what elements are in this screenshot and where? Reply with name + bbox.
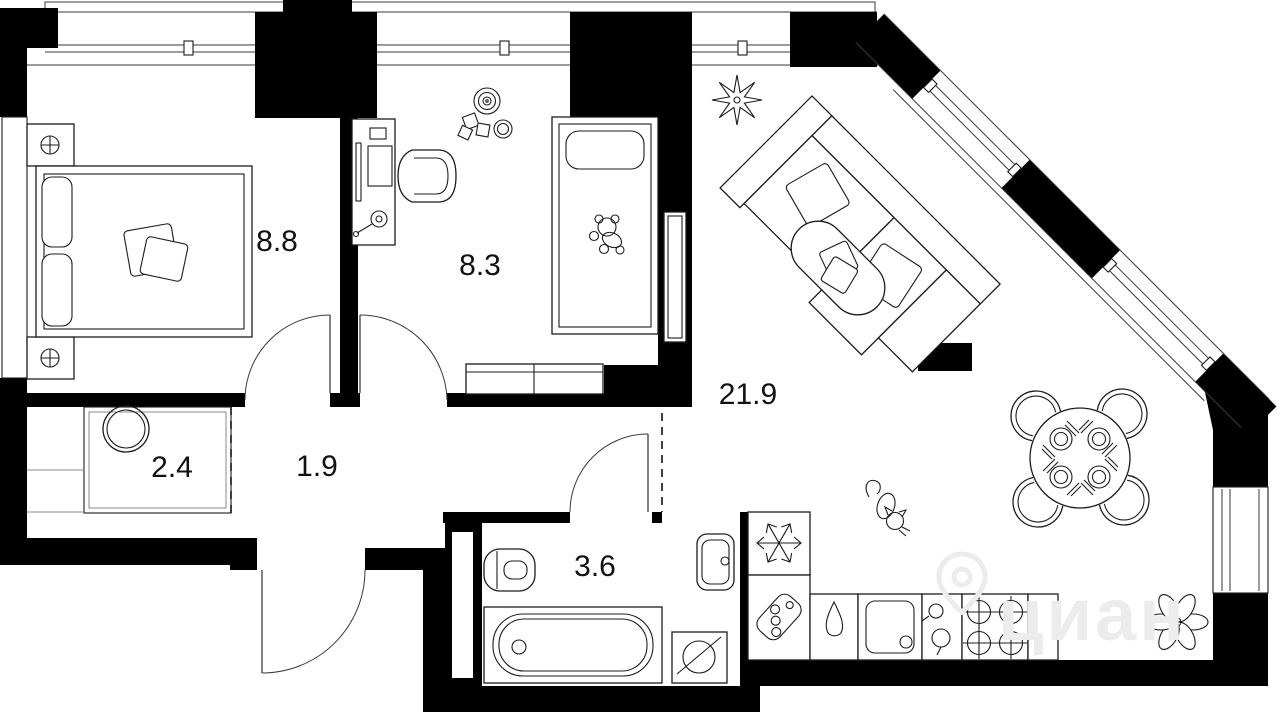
watermark-pin-icon: [936, 551, 988, 616]
place-setting-icon: [1078, 419, 1118, 458]
place-setting-icon: [1042, 458, 1082, 497]
window-mullion: [499, 40, 510, 56]
entrance-door: [261, 569, 366, 674]
dining-set: [1010, 388, 1150, 528]
desk-icon: [351, 118, 396, 246]
bedroom-area-label: 8.8: [256, 225, 298, 258]
double-bed-icon: [35, 165, 253, 338]
wall-niche: [452, 532, 473, 678]
bathroom-furniture: [483, 533, 735, 684]
dining-chair-icon: [1096, 388, 1148, 440]
cutting-board-icon: [756, 593, 802, 641]
dining-chair-icon: [1012, 476, 1064, 528]
wardrobe-area-label: 2.4: [151, 451, 193, 484]
kitchen-furniture: [747, 511, 1059, 661]
kids-room-area-label: 8.3: [459, 249, 501, 282]
toys-icon: [457, 87, 513, 141]
kids-room-furniture: [351, 87, 659, 395]
bedroom-furniture: [26, 123, 253, 380]
living-kitchen-area-label: 21.9: [719, 378, 777, 411]
bathroom-area-label: 3.6: [574, 550, 616, 583]
top-window-band: [27, 1, 885, 66]
watermark: циан: [936, 551, 1187, 656]
left-wall-panel: [1, 116, 28, 379]
dining-table-icon: [1029, 407, 1131, 509]
diagonal-window-wall: [855, 13, 1277, 435]
coffee-table-icon: [790, 220, 886, 316]
plant-icon: [1145, 594, 1209, 650]
kitchen-sink-icon: [857, 593, 923, 661]
desk-chair-icon: [397, 149, 457, 203]
kitchen-cabinet: [1027, 593, 1059, 661]
wardrobe-furniture: [27, 405, 232, 514]
window-mullion: [183, 40, 194, 56]
pier-between-bedrooms: [255, 12, 377, 118]
plant-icon: [711, 74, 763, 126]
dining-chair-icon: [1010, 390, 1062, 442]
hallway-area-label: 1.9: [296, 450, 338, 483]
bedroom-door: [244, 314, 331, 401]
faucet-icon: [921, 593, 963, 661]
toilet-icon: [483, 548, 536, 592]
watermark-text: циан: [998, 573, 1187, 656]
cat-icon: [865, 479, 911, 537]
bathtub-icon: [483, 606, 663, 684]
place-setting-icon: [1080, 456, 1119, 496]
doors: [244, 314, 649, 674]
kettle-icon: [825, 600, 844, 637]
room-labels: 8.8 8.3 21.9 2.4 1.9 3.6: [151, 225, 777, 583]
window-mullion: [737, 40, 748, 56]
water-heater-icon: [102, 405, 150, 453]
bathroom-door: [569, 433, 649, 513]
kids-room-door: [359, 314, 448, 401]
single-bed-icon: [551, 116, 659, 335]
washing-machine-icon: [671, 631, 728, 684]
snowflake-icon: [756, 523, 802, 563]
desk-lamp-icon: [352, 210, 388, 238]
pier-kids-living: [570, 12, 692, 118]
dining-chair-icon: [1098, 474, 1150, 526]
right-window: [1212, 486, 1269, 594]
kitchen-cabinet: [809, 593, 859, 661]
washbasin-icon: [696, 533, 735, 591]
living-room-furniture: [663, 74, 1209, 650]
stove-icon: [961, 593, 1029, 661]
wardrobe-cabinet-icon: [83, 406, 232, 514]
teddy-bear-icon: [588, 214, 625, 255]
place-setting-icon: [1041, 420, 1080, 460]
tv-console-icon: [663, 211, 687, 343]
dresser-icon: [465, 363, 604, 395]
